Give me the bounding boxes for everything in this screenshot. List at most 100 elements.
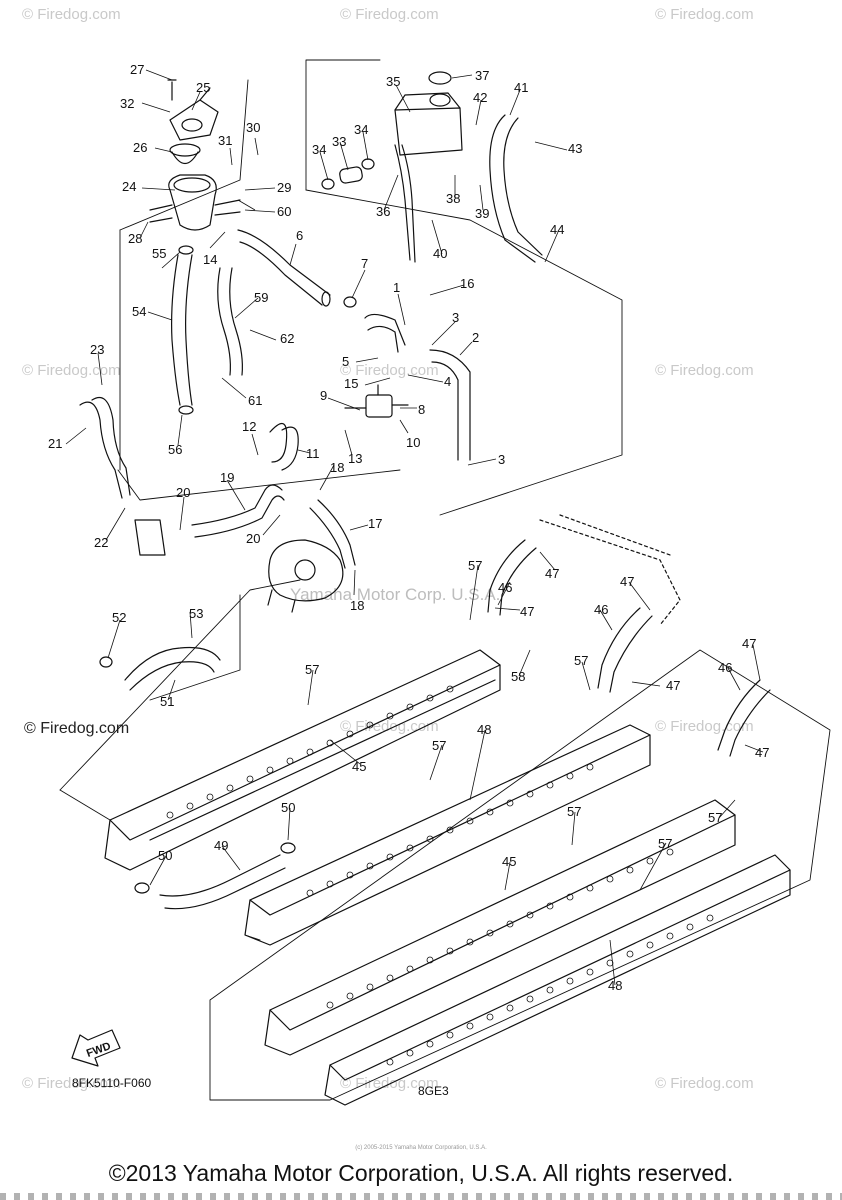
callout-47e: 47 bbox=[742, 636, 756, 651]
callout-11: 11 bbox=[306, 446, 320, 461]
callout-45b: 45 bbox=[502, 854, 516, 869]
callout-15: 15 bbox=[344, 376, 358, 391]
callout-60: 60 bbox=[277, 204, 291, 219]
callout-22: 22 bbox=[94, 535, 108, 550]
hose-41 bbox=[489, 114, 543, 263]
callout-40: 40 bbox=[433, 246, 447, 261]
callout-49: 49 bbox=[214, 838, 228, 853]
hose-33 bbox=[339, 166, 363, 184]
callout-4: 4 bbox=[444, 374, 451, 389]
parts-diagram: 27 25 32 26 31 30 24 29 60 28 55 14 6 7 … bbox=[48, 59, 831, 1106]
callout-47d: 47 bbox=[666, 678, 680, 693]
callout-57g: 57 bbox=[658, 836, 672, 851]
callout-48a: 48 bbox=[477, 722, 491, 737]
callout-18b: 18 bbox=[350, 598, 364, 613]
callout-26: 26 bbox=[133, 140, 147, 155]
callout-62: 62 bbox=[280, 331, 294, 346]
thermostat bbox=[169, 143, 201, 165]
callout-32: 32 bbox=[120, 96, 134, 111]
watermark-top-left: © Firedog.com bbox=[22, 6, 121, 23]
callout-23: 23 bbox=[90, 342, 104, 357]
callout-46b: 46 bbox=[594, 602, 608, 617]
clamp-34b bbox=[361, 158, 375, 170]
hose-46b bbox=[597, 607, 653, 693]
clamp-50a bbox=[280, 842, 296, 854]
callout-34a: 34 bbox=[312, 142, 326, 157]
callout-21: 21 bbox=[48, 436, 62, 451]
callout-55: 55 bbox=[152, 246, 166, 261]
callout-47a: 47 bbox=[545, 566, 559, 581]
callout-29: 29 bbox=[277, 180, 291, 195]
callout-61: 61 bbox=[248, 393, 262, 408]
watermark-center-faint: Yamaha Motor Corp. U.S.A. bbox=[290, 585, 501, 604]
radiator-48-upper bbox=[244, 724, 651, 946]
callout-45a: 45 bbox=[352, 759, 366, 774]
callout-33: 33 bbox=[332, 134, 346, 149]
callout-25: 25 bbox=[196, 80, 210, 95]
callout-3b: 3 bbox=[498, 452, 505, 467]
callout-36: 36 bbox=[376, 204, 390, 219]
callout-52: 52 bbox=[112, 610, 126, 625]
hose-11 bbox=[269, 422, 299, 471]
callout-30: 30 bbox=[246, 120, 260, 135]
copyright-notice: ©2013 Yamaha Motor Corporation, U.S.A. A… bbox=[108, 1160, 734, 1186]
callout-12: 12 bbox=[242, 419, 256, 434]
radiator-holes bbox=[166, 685, 714, 1066]
callout-34b: 34 bbox=[354, 122, 368, 137]
callout-38: 38 bbox=[446, 191, 460, 206]
callout-7: 7 bbox=[361, 256, 368, 271]
callout-58: 58 bbox=[511, 669, 525, 684]
callout-13: 13 bbox=[348, 451, 362, 466]
clamp-7 bbox=[343, 296, 357, 308]
callout-37: 37 bbox=[475, 68, 489, 83]
hose-36 bbox=[394, 144, 416, 263]
bottom-band bbox=[0, 1193, 842, 1200]
watermark-mid-left: © Firedog.com bbox=[22, 362, 121, 379]
diagram-code: 8FK5110-F060 bbox=[72, 1076, 152, 1090]
callout-43: 43 bbox=[568, 141, 582, 156]
hose-46a bbox=[487, 539, 537, 616]
radiator-45-upper bbox=[104, 649, 501, 871]
callout-24: 24 bbox=[122, 179, 136, 194]
callout-35: 35 bbox=[386, 74, 400, 89]
clamp-52 bbox=[99, 656, 113, 668]
callout-54: 54 bbox=[132, 304, 146, 319]
cooler-outline bbox=[539, 514, 681, 626]
callout-50b: 50 bbox=[158, 848, 172, 863]
hose-21 bbox=[79, 396, 131, 499]
callout-18a: 18 bbox=[330, 460, 344, 475]
upper-boundary bbox=[59, 59, 623, 791]
clamp-34a bbox=[321, 178, 335, 190]
bolt-27 bbox=[167, 79, 177, 101]
callout-51: 51 bbox=[160, 694, 174, 709]
watermark-low-center: © Firedog.com bbox=[340, 718, 439, 735]
hose-2 bbox=[429, 349, 471, 461]
callout-19: 19 bbox=[220, 470, 234, 485]
callout-5: 5 bbox=[342, 354, 349, 369]
callout-20b: 20 bbox=[246, 531, 260, 546]
model-code: 8GE3 bbox=[418, 1084, 449, 1098]
thermostat-housing bbox=[149, 174, 241, 231]
tank-cap-37 bbox=[428, 71, 452, 85]
hose-54 bbox=[171, 254, 193, 406]
callout-59: 59 bbox=[254, 290, 268, 305]
radiator-45-lower bbox=[264, 799, 736, 1056]
callout-3a: 3 bbox=[452, 310, 459, 325]
leader-lines bbox=[65, 69, 764, 986]
callout-28: 28 bbox=[128, 231, 142, 246]
callout-57d: 57 bbox=[432, 738, 446, 753]
watermark-mid-right: © Firedog.com bbox=[655, 362, 754, 379]
callout-57f: 57 bbox=[708, 810, 722, 825]
callout-53: 53 bbox=[189, 606, 203, 621]
clamp-55 bbox=[178, 245, 194, 255]
callout-57c: 57 bbox=[305, 662, 319, 677]
callout-20a: 20 bbox=[176, 485, 190, 500]
water-pump bbox=[267, 539, 344, 613]
hose-51 bbox=[124, 646, 221, 691]
thermostat-cover bbox=[169, 87, 219, 141]
callout-48b: 48 bbox=[608, 978, 622, 993]
callout-56: 56 bbox=[168, 442, 182, 457]
hose-49 bbox=[159, 854, 286, 910]
callout-47f: 47 bbox=[755, 745, 769, 760]
callout-2: 2 bbox=[472, 330, 479, 345]
